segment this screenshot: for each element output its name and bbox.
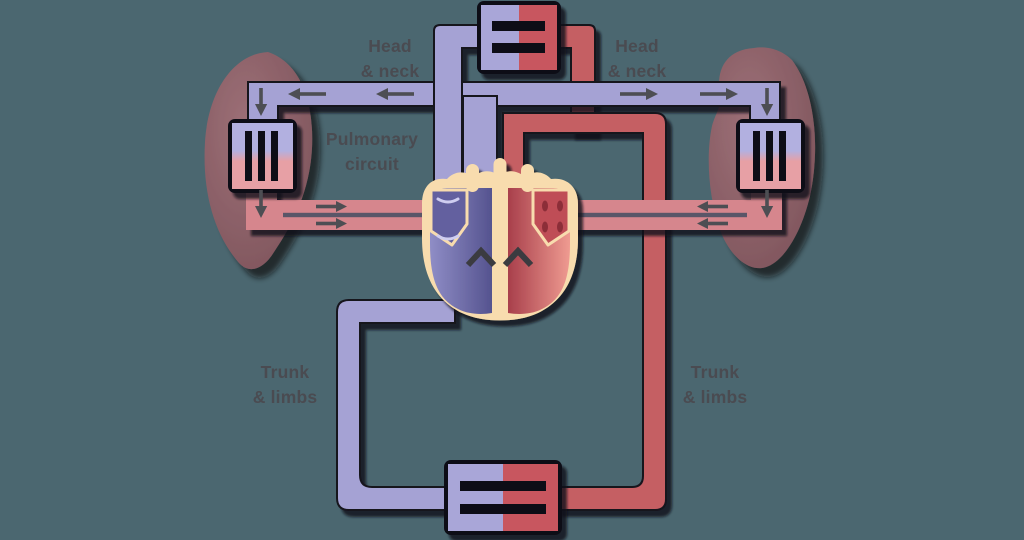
flow-arrow-left (288, 88, 326, 100)
heart (422, 158, 578, 321)
flow-arrow-right (620, 88, 658, 100)
capillary-slot (492, 43, 545, 53)
left-vein-gap (283, 212, 432, 218)
label-head-neck-left: Head & neck (330, 34, 450, 84)
inferior-vena-cava (336, 299, 456, 511)
label-line: & neck (607, 60, 667, 81)
capillary-slot (258, 131, 265, 181)
capillary-blue-half (481, 5, 519, 70)
capillary-slot (779, 131, 786, 181)
capillary-slot (271, 131, 278, 181)
flow-arrow-right (700, 88, 738, 100)
head-capillary-bed (477, 1, 561, 74)
label-line: & limbs (252, 386, 318, 407)
label-line: & limbs (682, 386, 748, 407)
flow-arrow-left (376, 88, 414, 100)
label-line: Trunk (690, 362, 740, 382)
flow-arrow-left (697, 218, 728, 229)
flow-arrow-down (255, 88, 268, 116)
capillary-beds (228, 1, 805, 535)
label-line: Head (368, 36, 412, 56)
capillary-slot (492, 21, 545, 31)
capillary-slot (460, 481, 546, 491)
capillary-red-half (503, 464, 558, 531)
capillary-slot (753, 131, 760, 181)
capillary-slot (460, 504, 546, 514)
ventricle-flow-chevron (465, 246, 497, 268)
label-line: circuit (345, 153, 399, 174)
heart-vessel-stub (466, 164, 479, 192)
flow-arrows (255, 88, 774, 229)
capillary-blue-half (448, 464, 503, 531)
pulmonary-vein-opening (542, 200, 548, 212)
label-line: & neck (360, 60, 420, 81)
label-trunk-limbs-right: Trunk & limbs (655, 360, 775, 410)
label-line: Pulmonary (325, 129, 419, 149)
capillary-red-half (519, 5, 557, 70)
label-head-neck-right: Head & neck (577, 34, 697, 84)
trunk-capillary-bed (444, 460, 562, 535)
flow-arrow-down (761, 88, 774, 116)
label-trunk-limbs-left: Trunk & limbs (225, 360, 345, 410)
aorta-loop (502, 112, 667, 511)
vena-cava-opening (436, 197, 460, 204)
vena-cava-opening (436, 234, 460, 241)
capillary-slot (245, 131, 252, 181)
label-line: Trunk (260, 362, 310, 382)
flow-arrow-right (316, 218, 347, 229)
label-line: Head (615, 36, 659, 56)
superior-vena-cava (433, 24, 483, 191)
right-vein-gap (568, 212, 747, 218)
flow-arrow-down (761, 190, 774, 218)
left-lung-capillary-bed (228, 119, 297, 193)
label-pulmonary-circuit: Pulmonary circuit (302, 127, 442, 177)
ventricle-flow-chevron (502, 246, 534, 268)
flow-arrow-down (255, 190, 268, 218)
aorta (502, 112, 667, 511)
pulmonary-vein-opening (557, 200, 563, 212)
flow-arrow-left (697, 201, 728, 212)
pulmonary-veins (246, 186, 782, 230)
right-atrium (429, 188, 469, 247)
right-lung-capillary-bed (736, 119, 805, 193)
capillary-slot (766, 131, 773, 181)
flow-arrow-right (316, 201, 347, 212)
heart-vessel-stub (521, 164, 534, 192)
pulmonary-vein-opening (542, 221, 548, 233)
pulmonary-vein-opening (557, 221, 563, 233)
heart-vessel-stub (493, 158, 507, 192)
